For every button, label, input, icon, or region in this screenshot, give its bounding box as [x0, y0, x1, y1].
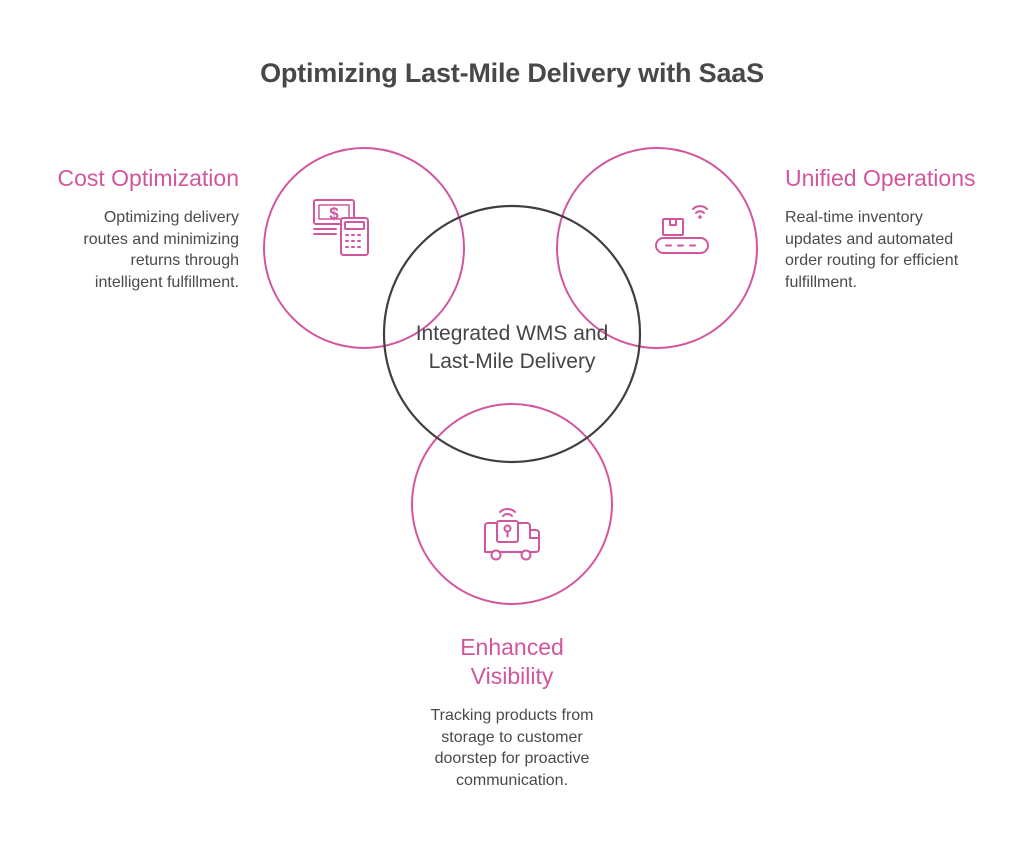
money-calculator-icon: $: [313, 199, 369, 256]
center-circle: [382, 204, 642, 464]
enhanced-visibility-circle: [411, 403, 613, 605]
center-label: Integrated WMS and Last-Mile Delivery: [415, 322, 609, 373]
cost-optimization-description: Optimizing delivery routes and minimizin…: [83, 209, 239, 291]
enhanced-visibility-heading: Enhanced Visibility: [460, 634, 564, 689]
enhanced-visibility-description: Tracking products from storage to custom…: [430, 707, 594, 789]
unified-operations-circle: [556, 147, 758, 349]
unified-operations-description: Real-time inventory updates and automate…: [785, 209, 959, 291]
cost-optimization-circle: [263, 147, 465, 349]
diagram-title: Optimizing Last-Mile Delivery with SaaS: [260, 58, 764, 88]
svg-text:$: $: [329, 204, 339, 223]
delivery-van-tracking-icon: [484, 508, 540, 561]
conveyor-wifi-icon: [655, 205, 709, 254]
unified-operations-heading: Unified Operations: [785, 165, 976, 191]
cost-optimization-heading: Cost Optimization: [57, 165, 239, 191]
